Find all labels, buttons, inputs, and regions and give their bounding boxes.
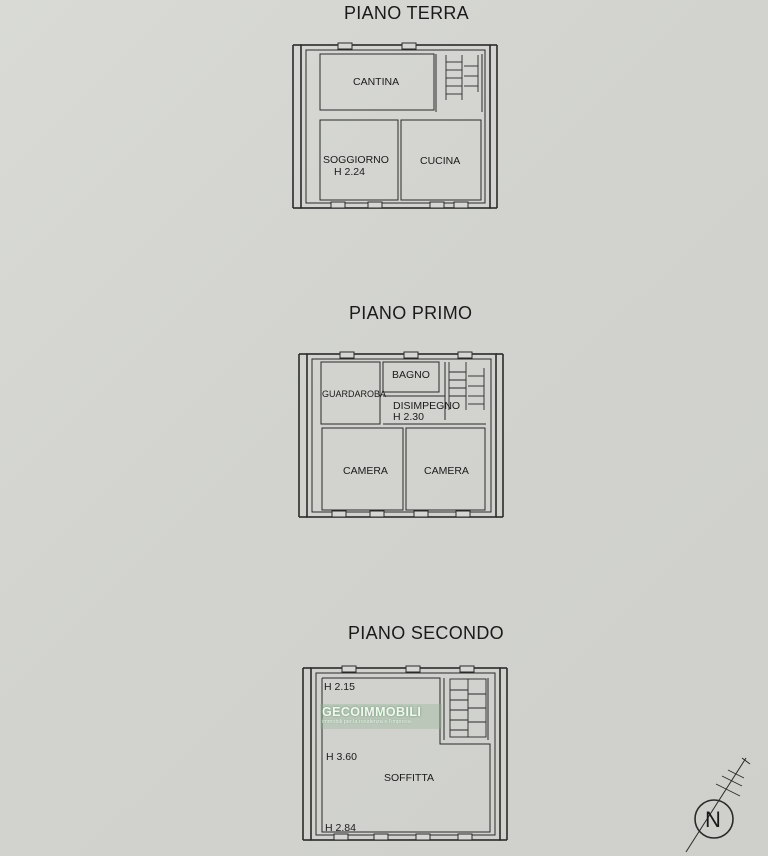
room-camera-left [321,427,404,511]
room-soffitta [321,677,491,833]
second-floor-plan: H 2.15 H 3.60 SOFFITTA H 2.84 [302,665,508,841]
room-camera-right [405,427,486,511]
label-ground-height: H 2.24 [334,166,365,178]
label-soffitta: SOFFITTA [384,772,434,784]
label-soggiorno: SOGGIORNO [323,154,389,166]
ground-stairs [445,55,479,100]
room-cantina [319,53,435,111]
ground-floor-plan: CANTINA SOGGIORNO H 2.24 CUCINA [292,42,498,209]
room-soggiorno [319,119,399,201]
label-cantina: CANTINA [353,76,399,88]
gecoimmobili-watermark: GECOIMMOBILI immobili per la residenza e… [322,706,442,728]
label-bagno: BAGNO [392,369,430,381]
watermark-brand: GECOIMMOBILI [322,705,422,719]
first-floor-plan: GUARDAROBA BAGNO DISIMPEGNO H 2.30 CAMER… [298,351,504,518]
room-bagno [382,361,440,393]
label-cucina: CUCINA [420,155,460,167]
label-first-height: H 2.30 [393,411,424,423]
compass-circle-icon [694,799,734,839]
label-height-top: H 2.15 [324,681,355,693]
label-guardaroba: GUARDAROBA [322,389,386,399]
north-compass [685,757,751,853]
first-floor-title: PIANO PRIMO [349,303,473,323]
second-stairs [449,678,487,738]
label-disimpegno: DISIMPEGNO [393,400,460,412]
label-camera-right: CAMERA [424,465,469,477]
first-stairs [448,362,485,410]
compass-letter: N [705,807,721,832]
label-height-middle: H 3.60 [326,751,357,763]
label-camera-left: CAMERA [343,465,388,477]
watermark-band [320,704,442,729]
label-height-bottom: H 2.84 [325,822,356,834]
room-guardaroba [320,361,381,425]
ground-floor-title: PIANO TERRA [344,3,469,23]
second-floor-title: PIANO SECONDO [348,623,504,643]
watermark-tagline: immobili per la residenza e l'impresa [322,719,411,725]
room-cucina [400,119,482,201]
